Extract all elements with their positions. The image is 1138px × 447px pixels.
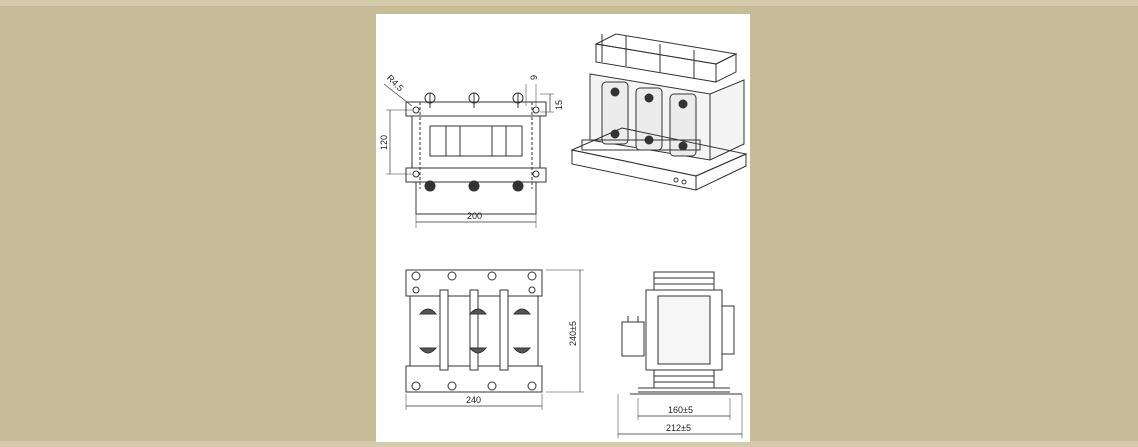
isometric-view	[570, 33, 748, 191]
side-terminal-box	[621, 321, 645, 357]
bottom-border-strip	[0, 441, 1138, 447]
top-height-dim: 240±5	[568, 321, 578, 346]
side-outer-width-dim: 212±5	[666, 423, 691, 433]
side-top-stack	[653, 271, 715, 291]
top-width-dim: 240	[466, 395, 481, 405]
front-view: R4.5 120 200 9 15	[379, 73, 564, 228]
front-offset-dim: 15	[554, 100, 564, 110]
front-hole-dim: 9	[529, 75, 539, 80]
side-inner-width-dim: 160±5	[668, 405, 693, 415]
front-terminals-top	[424, 92, 524, 108]
side-view: 160±5 212±5	[617, 271, 743, 438]
front-bottom-plate	[405, 167, 547, 183]
top-view: 240 240±5	[405, 269, 584, 410]
front-terminals-bottom	[424, 180, 524, 192]
front-height-dim: 120	[379, 135, 389, 150]
front-window	[429, 125, 523, 157]
drawing-sheet: R4.5 120 200 9 15	[376, 14, 750, 442]
technical-drawing: R4.5 120 200 9 15	[379, 33, 748, 438]
front-top-plate	[405, 101, 547, 117]
front-width-dim: 200	[467, 211, 482, 221]
top-border-strip	[0, 0, 1138, 6]
front-core-body	[411, 115, 541, 169]
front-radius-dim: R4.5	[385, 73, 406, 94]
side-bottom-stack	[653, 369, 715, 389]
